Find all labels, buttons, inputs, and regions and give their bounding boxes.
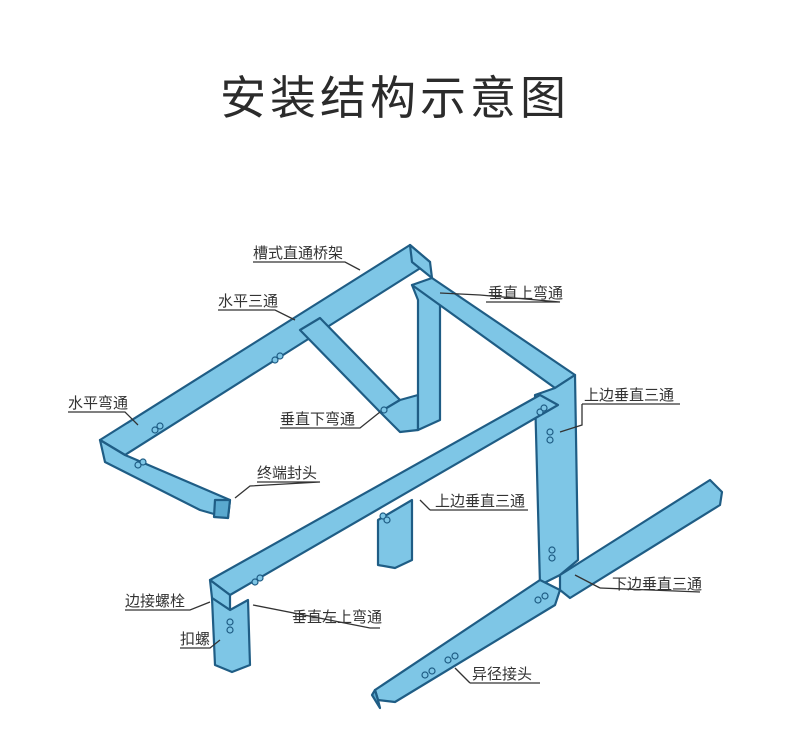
label-vertical-up-bend: 垂直上弯通 (488, 284, 564, 302)
straight-tray-part (98, 243, 434, 457)
label-edge-bolt: 边接螺栓 (125, 592, 186, 610)
main-tray-part (208, 393, 560, 612)
label-upper-edge-tee-mid: 上边垂直三通 (435, 492, 526, 510)
label-upper-edge-tee-right: 上边垂直三通 (584, 386, 675, 404)
horizontal-tee-part (298, 316, 402, 414)
label-vertical-left-up-bend: 垂直左上弯通 (292, 608, 383, 626)
left-leg-part (210, 596, 252, 674)
leader-lines (68, 261, 701, 684)
horizontal-bend-part (98, 438, 232, 520)
mid-leg-part (376, 498, 414, 570)
bolt-holes (134, 352, 556, 679)
label-horizontal-tee: 水平三通 (218, 292, 279, 310)
page-title: 安装结构示意图 (220, 71, 570, 125)
label-horizontal-bend: 水平弯通 (68, 394, 129, 412)
label-straight-tray: 槽式直通桥架 (253, 244, 344, 262)
label-clamp-nut: 扣螺 (180, 630, 211, 648)
reducer-tray-part (370, 578, 562, 710)
label-end-cap: 终端封头 (257, 464, 318, 482)
label-vertical-down-bend: 垂直下弯通 (280, 410, 356, 428)
label-reducer-joint: 异径接头 (472, 665, 533, 683)
label-lower-edge-tee: 下边垂直三通 (612, 575, 703, 593)
